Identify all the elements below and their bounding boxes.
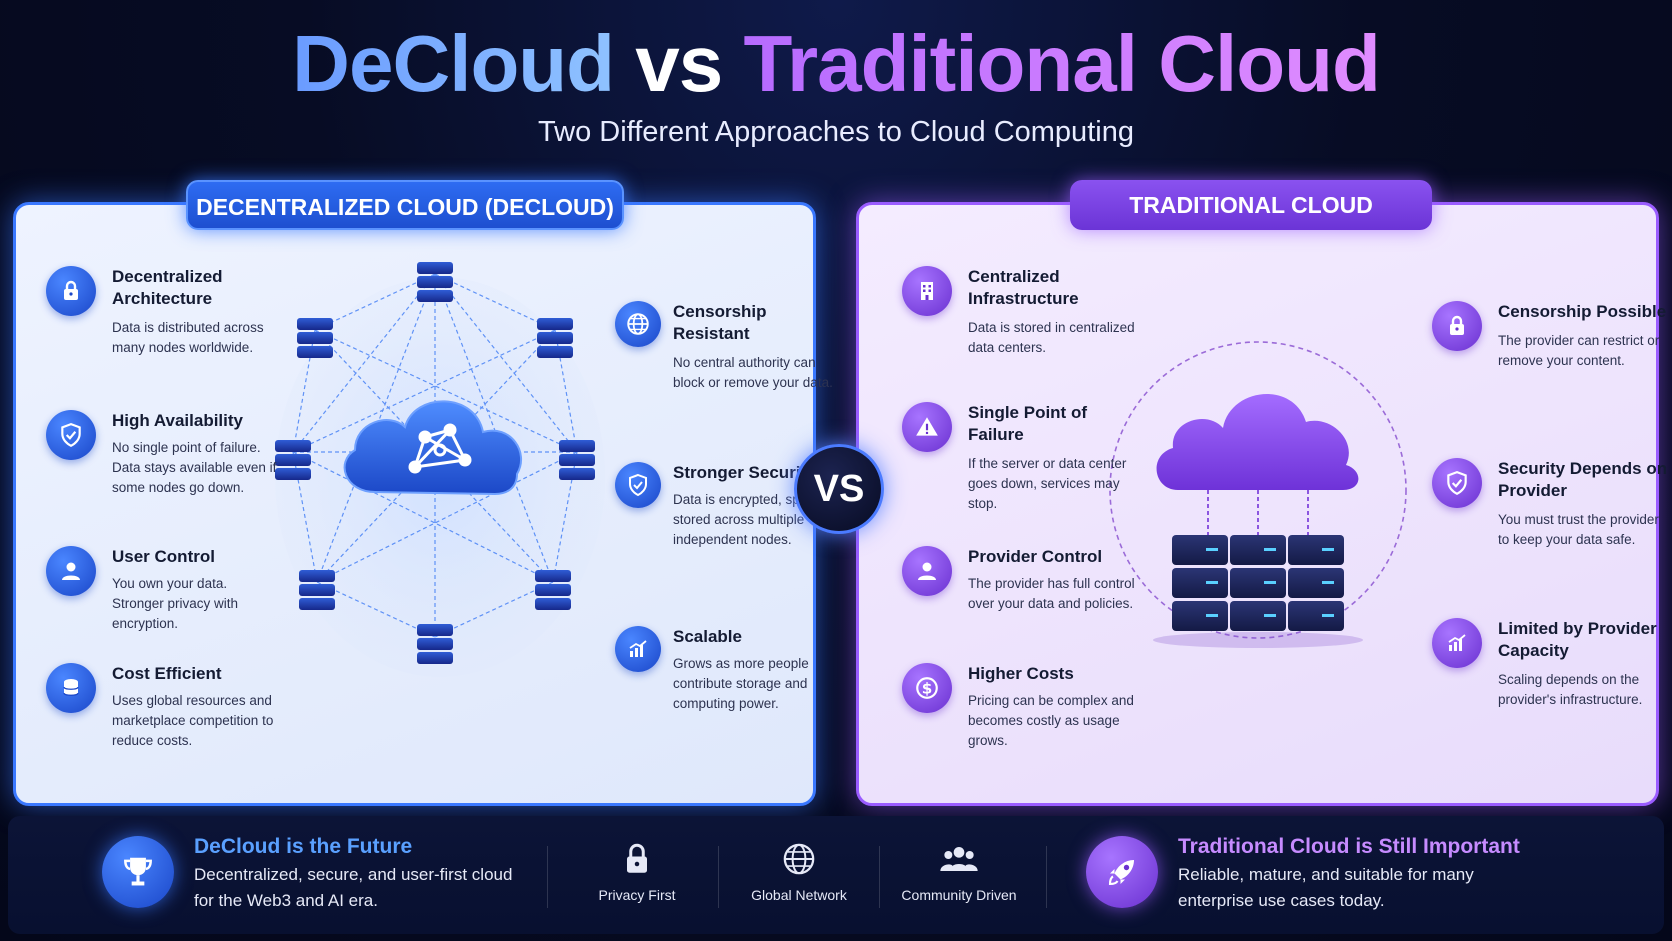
warning-icon xyxy=(902,402,952,452)
feature-title: Scalable xyxy=(673,627,742,646)
rocket-icon xyxy=(1086,836,1158,908)
footer-item-community: Community Driven xyxy=(899,842,1019,903)
traditional-panel-label: TRADITIONAL CLOUD xyxy=(1070,180,1432,230)
feature-text: If the server or data center goes down, … xyxy=(968,456,1127,511)
feature-title: Censorship Resistant xyxy=(673,302,767,343)
footer-divider xyxy=(718,846,719,908)
cloud-shape xyxy=(1156,394,1359,490)
footer-left-title: DeCloud is the Future xyxy=(194,835,413,858)
page-title: DeCloud vs Traditional Cloud xyxy=(0,18,1672,110)
feature-title: Decentralized Architecture xyxy=(112,267,223,308)
network-molecule-icon xyxy=(408,423,472,474)
bar-chart-icon xyxy=(615,626,661,672)
feature-title: Stronger Security xyxy=(673,463,816,482)
footer-divider xyxy=(547,846,548,908)
footer-right-text: Reliable, mature, and suitable for many … xyxy=(1178,865,1474,910)
building-icon xyxy=(902,266,952,316)
decloud-panel-label: DECENTRALIZED CLOUD (DECLOUD) xyxy=(186,180,624,230)
feature-title: Censorship Possible xyxy=(1498,302,1667,321)
lock-icon xyxy=(627,843,647,873)
feature-text: No central authority can block or remove… xyxy=(673,355,833,390)
feature-title: Single Point of Failure xyxy=(968,403,1087,444)
people-icon xyxy=(940,847,978,871)
svg-text:$: $ xyxy=(922,679,933,697)
footer-item-label: Privacy First xyxy=(598,887,676,903)
feature-text: Scaling depends on the provider's infras… xyxy=(1498,672,1643,707)
title-decloud: DeCloud xyxy=(292,19,615,108)
feature-title: User Control xyxy=(112,547,215,566)
dollar-icon: $ xyxy=(902,663,952,713)
lock-icon xyxy=(46,266,96,316)
shield-icon xyxy=(46,410,96,460)
footer-right-title: Traditional Cloud is Still Important xyxy=(1178,835,1520,858)
feature-text: You must trust the provider to keep your… xyxy=(1498,512,1659,547)
bar-chart-icon xyxy=(1432,618,1482,668)
shield-icon xyxy=(1432,458,1482,508)
decentralized-network-illustration xyxy=(275,262,605,677)
cloud-links xyxy=(1207,490,1309,535)
footer-item-label: Global Network xyxy=(751,887,847,903)
feature-title: Provider Control xyxy=(968,547,1103,566)
footer-item-global-network: Global Network xyxy=(739,842,859,903)
shield-icon xyxy=(615,462,661,508)
dashed-ring xyxy=(1109,341,1407,639)
vs-badge: VS xyxy=(794,444,884,534)
title-traditional: Traditional Cloud xyxy=(743,19,1381,108)
feature-text: Pricing can be complex and becomes costl… xyxy=(968,693,1134,748)
footer-left-text: Decentralized, secure, and user-first cl… xyxy=(194,865,513,910)
footer-divider xyxy=(1046,846,1047,908)
centralized-cloud-illustration xyxy=(1109,341,1407,648)
feature-title: Limited by Provider Capacity xyxy=(1498,619,1657,660)
trophy-icon xyxy=(102,836,174,908)
user-icon xyxy=(46,546,96,596)
feature-title: Centralized Infrastructure xyxy=(968,267,1079,308)
globe-icon xyxy=(783,843,815,875)
feature-title: Cost Efficient xyxy=(112,664,222,683)
feature-text: Data is stored in centralized data cente… xyxy=(968,320,1135,355)
lock-icon xyxy=(1432,301,1482,351)
page-subtitle: Two Different Approaches to Cloud Comput… xyxy=(538,116,1134,148)
feature-text: Uses global resources and marketplace co… xyxy=(112,693,274,748)
feature-text: The provider has full control over your … xyxy=(968,576,1135,611)
feature-title: Security Depends on Provider xyxy=(1498,459,1668,500)
footer-bar xyxy=(8,816,1664,934)
feature-title: High Availability xyxy=(112,411,243,430)
feature-text: The provider can restrict or remove your… xyxy=(1498,333,1660,368)
coins-icon xyxy=(46,663,96,713)
feature-title: Higher Costs xyxy=(968,664,1074,683)
feature-text: You own your data. Stronger privacy with… xyxy=(112,576,239,631)
feature-text: Grows as more people contribute storage … xyxy=(673,656,809,711)
feature-text: No single point of failure. Data stays a… xyxy=(112,440,277,495)
footer-divider xyxy=(879,846,880,908)
user-icon xyxy=(902,546,952,596)
feature-text: Data is distributed across many nodes wo… xyxy=(112,320,264,355)
footer-item-label: Community Driven xyxy=(901,887,1017,903)
footer-item-privacy: Privacy First xyxy=(577,842,697,903)
network-nodes xyxy=(275,262,595,664)
title-vs: vs xyxy=(635,19,723,108)
data-center-servers xyxy=(1172,535,1344,631)
globe-icon xyxy=(615,301,661,347)
